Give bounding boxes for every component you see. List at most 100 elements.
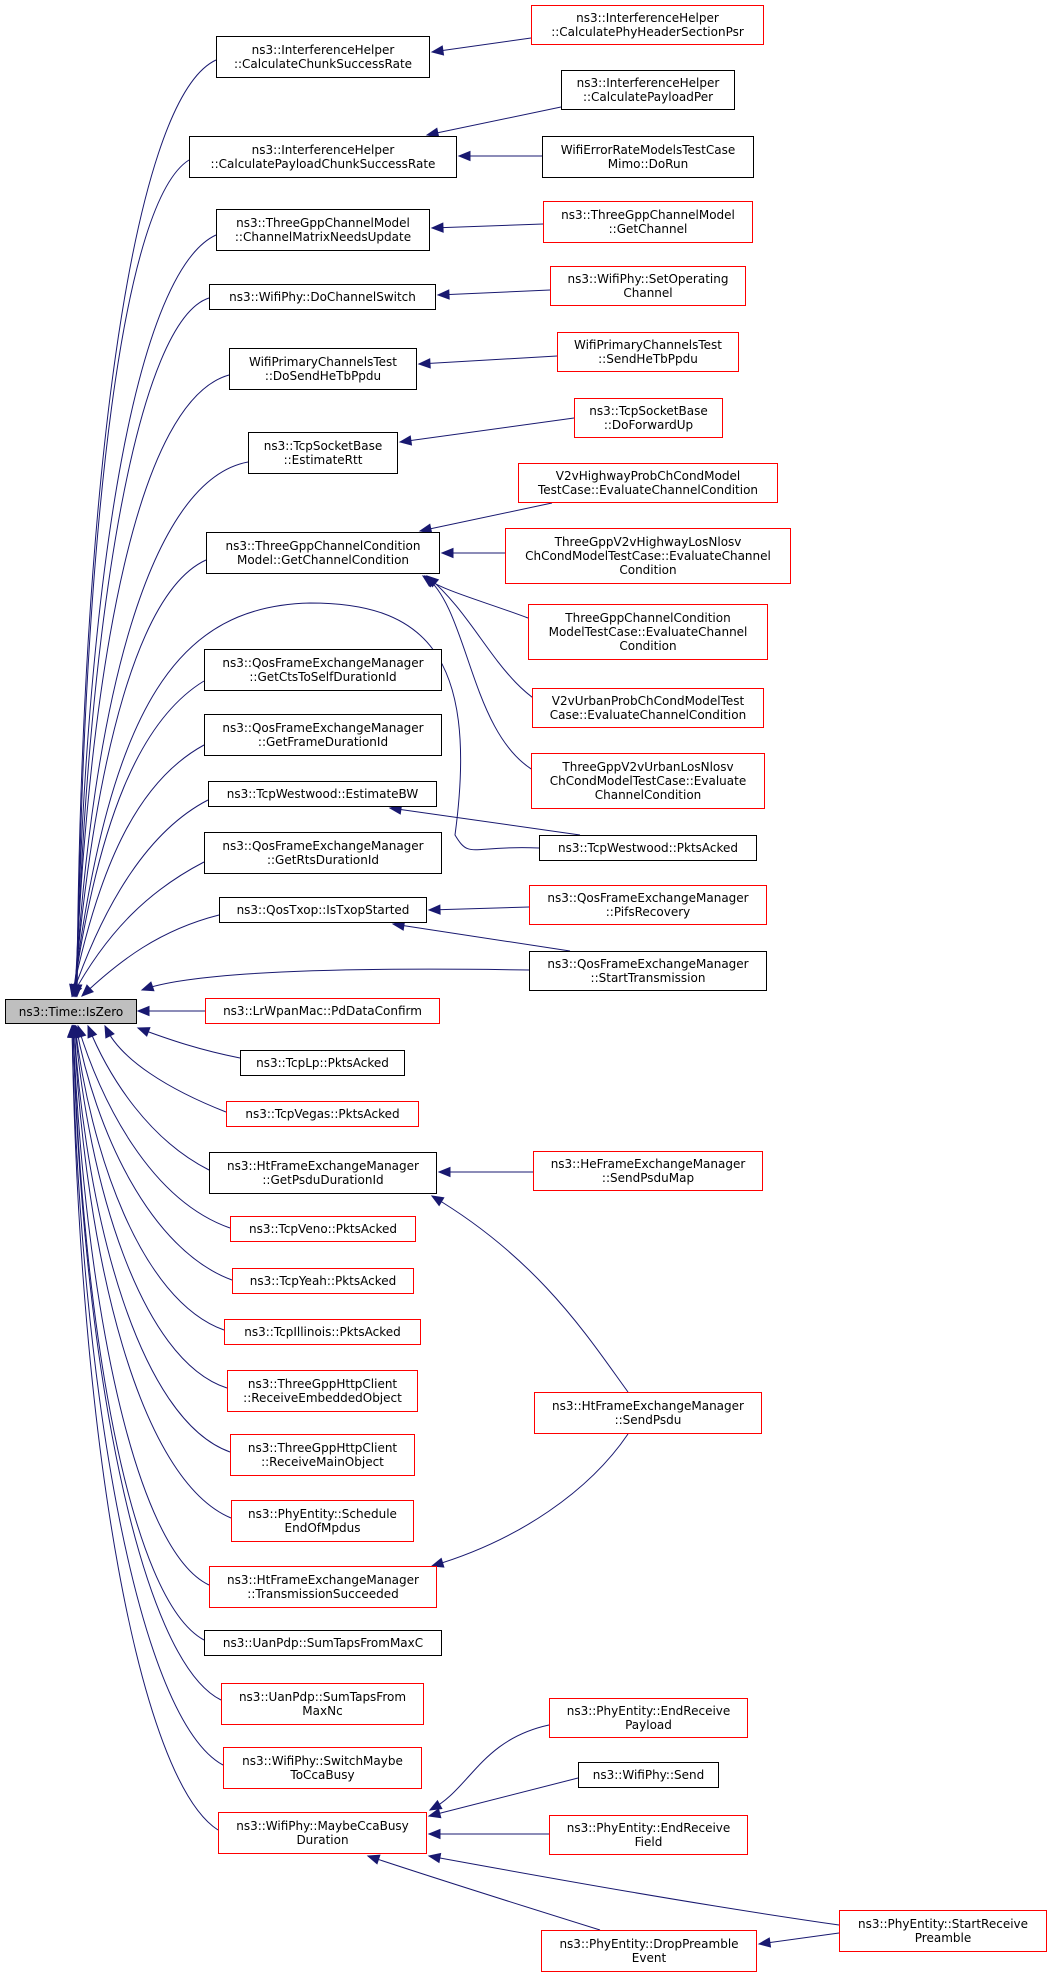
edge-o18-n27 — [429, 1724, 550, 1811]
graph-node-n13[interactable]: ns3::LrWpanMac::PdDataConfirm — [205, 998, 440, 1024]
graph-node-n9[interactable]: ns3::QosFrameExchangeManager::GetFrameDu… — [204, 714, 442, 756]
node-label-line: ns3::TcpSocketBase — [263, 439, 383, 453]
node-label-line: ns3::WifiPhy::DoChannelSwitch — [229, 290, 416, 304]
graph-node-n24[interactable]: ns3::UanPdp::SumTapsFromMaxC — [204, 1630, 442, 1656]
graph-node-n15[interactable]: ns3::TcpVegas::PktsAcked — [226, 1101, 419, 1127]
graph-node-n21[interactable]: ns3::ThreeGppHttpClient::ReceiveMainObje… — [230, 1434, 415, 1476]
edge-n20-root — [74, 1025, 228, 1389]
node-label-line: ns3::QosFrameExchangeManager — [222, 656, 424, 670]
graph-node-n18[interactable]: ns3::TcpYeah::PktsAcked — [232, 1268, 414, 1294]
node-label-line: ns3::WifiPhy::Send — [592, 1768, 705, 1782]
edge-n24-root — [72, 1025, 205, 1641]
node-label-line: ns3::QosFrameExchangeManager — [222, 721, 424, 735]
node-label-line: ::PifsRecovery — [605, 905, 691, 919]
node-label-line: ns3::InterferenceHelper — [576, 11, 719, 25]
graph-node-n1[interactable]: ns3::InterferenceHelper::CalculateChunkS… — [216, 36, 430, 78]
graph-node-n6[interactable]: ns3::TcpSocketBase::EstimateRtt — [248, 432, 398, 474]
graph-node-o4[interactable]: ns3::ThreeGppChannelModel::GetChannel — [543, 201, 753, 243]
node-label-line: Condition — [619, 563, 677, 577]
edge-o14-n12 — [428, 906, 530, 911]
graph-node-o14[interactable]: ns3::QosFrameExchangeManager::PifsRecove… — [529, 885, 767, 925]
node-label-line: ::CalculatePayloadPer — [582, 90, 714, 104]
graph-node-n23[interactable]: ns3::HtFrameExchangeManager::Transmissio… — [209, 1566, 437, 1608]
graph-node-o6[interactable]: WifiPrimaryChannelsTest::SendHeTbPpdu — [557, 332, 739, 372]
edge-o19-n27 — [428, 1777, 579, 1817]
node-label-line: ToCcaBusy — [290, 1768, 355, 1782]
node-label-line: ns3::QosTxop::IsTxopStarted — [236, 903, 410, 917]
node-label-line: ThreeGppV2vHighwayLosNlosv — [554, 535, 742, 549]
edge-n7-root — [73, 559, 207, 997]
edge-o14-n12-arrowhead — [427, 904, 441, 915]
graph-node-n2[interactable]: ns3::InterferenceHelper::CalculatePayloa… — [189, 136, 457, 178]
edge-o12-n7 — [424, 575, 541, 775]
graph-node-o13[interactable]: ns3::TcpWestwood::PktsAcked — [539, 835, 757, 861]
node-label-line: ::GetPsduDurationId — [262, 1173, 384, 1187]
node-label-line: ModelTestCase::EvaluateChannel — [548, 625, 748, 639]
graph-node-o2[interactable]: ns3::InterferenceHelper::CalculatePayloa… — [561, 70, 735, 110]
graph-node-n4[interactable]: ns3::WifiPhy::DoChannelSwitch — [209, 284, 436, 310]
node-label-line: ns3::QosFrameExchangeManager — [547, 957, 749, 971]
root-node-time-iszero: ns3::Time::IsZero — [5, 999, 137, 1024]
node-label-line: ns3::PhyEntity::StartReceive — [857, 1917, 1029, 1931]
node-label-line: ns3::TcpVeno::PktsAcked — [248, 1222, 398, 1236]
graph-node-n17[interactable]: ns3::TcpVeno::PktsAcked — [230, 1216, 416, 1242]
node-label-line: Preamble — [914, 1931, 972, 1945]
graph-node-o17[interactable]: ns3::HtFrameExchangeManager::SendPsdu — [534, 1392, 762, 1434]
graph-node-n10[interactable]: ns3::TcpWestwood::EstimateBW — [208, 781, 437, 807]
node-label-line: ::SendHeTbPpdu — [598, 352, 698, 366]
graph-node-n3[interactable]: ns3::ThreeGppChannelModel::ChannelMatrix… — [216, 209, 430, 251]
node-label-line: Model::GetChannelCondition — [236, 553, 410, 567]
node-label-line: Condition — [619, 639, 677, 653]
node-label-line: ns3::ThreeGppChannelModel — [561, 208, 735, 222]
edge-n3-root — [75, 234, 217, 997]
edge-o22-o21-arrowhead — [757, 1937, 772, 1948]
edge-o6-n5-arrowhead — [417, 358, 431, 369]
edge-n26-root — [71, 1025, 224, 1766]
node-label-line: ns3::PhyEntity::EndReceive — [566, 1704, 731, 1718]
edge-n23-root — [72, 1025, 210, 1586]
graph-node-o1[interactable]: ns3::InterferenceHelper::CalculatePhyHea… — [531, 5, 764, 45]
graph-node-n16[interactable]: ns3::HtFrameExchangeManager::GetPsduDura… — [209, 1152, 437, 1194]
graph-node-n19[interactable]: ns3::TcpIllinois::PktsAcked — [224, 1319, 421, 1345]
edge-o22-n27-arrowhead — [427, 1852, 442, 1864]
node-label-line: ::ReceiveMainObject — [261, 1455, 384, 1469]
graph-node-o16[interactable]: ns3::HeFrameExchangeManager::SendPsduMap — [533, 1151, 763, 1191]
edge-n19-root — [74, 1025, 225, 1331]
graph-node-o19[interactable]: ns3::WifiPhy::Send — [578, 1762, 719, 1788]
graph-node-n14[interactable]: ns3::TcpLp::PktsAcked — [240, 1050, 405, 1076]
edge-n15-root-arrowhead — [104, 1024, 115, 1039]
graph-node-o7[interactable]: ns3::TcpSocketBase::DoForwardUp — [574, 398, 723, 438]
graph-node-n11[interactable]: ns3::QosFrameExchangeManager::GetRtsDura… — [204, 832, 442, 874]
node-label-line: Mimo::DoRun — [607, 157, 689, 171]
edge-o2-n2 — [426, 106, 562, 136]
node-label-line: ::GetCtsToSelfDurationId — [249, 670, 397, 684]
edge-n4-root — [75, 297, 210, 997]
edge-o17-n23 — [431, 1433, 629, 1567]
edge-n13-root-arrowhead — [136, 1005, 150, 1017]
node-label-line: ns3::PhyEntity::Schedule — [248, 1507, 397, 1521]
edge-n22-root — [73, 1025, 232, 1519]
edge-n27-root-arrowhead — [66, 1024, 78, 1038]
graph-node-o15[interactable]: ns3::QosFrameExchangeManager::StartTrans… — [529, 951, 767, 991]
graph-node-n5[interactable]: WifiPrimaryChannelsTest::DoSendHeTbPpdu — [229, 348, 417, 390]
graph-node-n20[interactable]: ns3::ThreeGppHttpClient::ReceiveEmbedded… — [227, 1370, 418, 1412]
graph-node-n12[interactable]: ns3::QosTxop::IsTxopStarted — [219, 897, 427, 923]
node-label-line: ::EstimateRtt — [283, 453, 363, 467]
graph-node-n8[interactable]: ns3::QosFrameExchangeManager::GetCtsToSe… — [204, 649, 442, 691]
